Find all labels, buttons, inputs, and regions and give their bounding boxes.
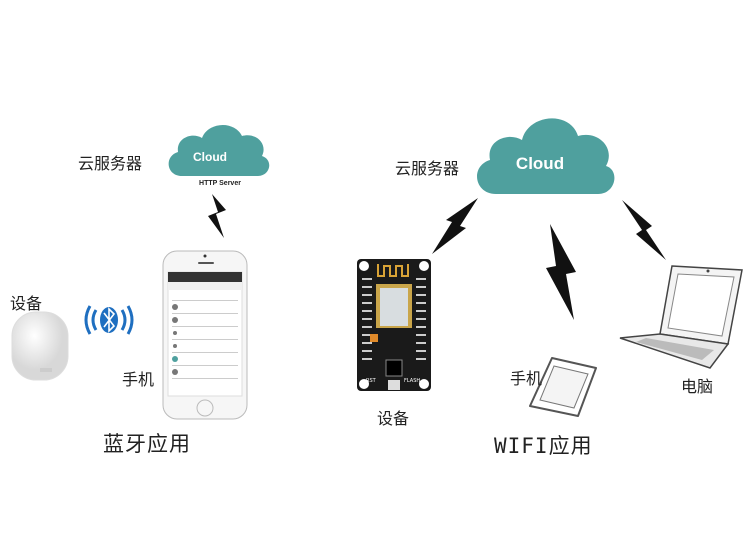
cloud-server-label-right: 云服务器 <box>395 159 460 178</box>
bluetooth-icon <box>84 305 134 335</box>
cloud-text-right: Cloud <box>515 154 565 173</box>
cloud-icon-left <box>168 124 270 176</box>
board-rst-label: RST <box>366 378 377 384</box>
lightning-bolt-icon <box>208 194 226 238</box>
cloud-text-left: Cloud <box>193 150 227 164</box>
device-label-left: 设备 <box>10 294 43 313</box>
cloud-server-label-left: 云服务器 <box>78 154 143 173</box>
cloud-caption: HTTP Server <box>199 180 241 187</box>
lightning-bolt-icon <box>622 200 666 260</box>
phone-label-left: 手机 <box>122 370 155 389</box>
phone-label-right: 手机 <box>510 369 543 388</box>
board-flash-label: FLASH <box>404 378 420 384</box>
laptop-label: 电脑 <box>681 377 714 396</box>
bluetooth-device-image <box>11 311 69 381</box>
lightning-bolt-icon <box>546 224 576 320</box>
lightning-bolt-icon <box>432 198 478 254</box>
device-label-right: 设备 <box>377 409 410 428</box>
wifi-app-title: WIFI应用 <box>494 434 593 458</box>
bluetooth-app-title: 蓝牙应用 <box>103 432 191 456</box>
laptop-image <box>619 265 743 369</box>
smartphone-icon <box>529 357 597 417</box>
cloud-icon-right <box>477 118 615 194</box>
nodemcu-board-image: RST FLASH <box>357 259 431 391</box>
smartphone-image <box>162 250 248 420</box>
